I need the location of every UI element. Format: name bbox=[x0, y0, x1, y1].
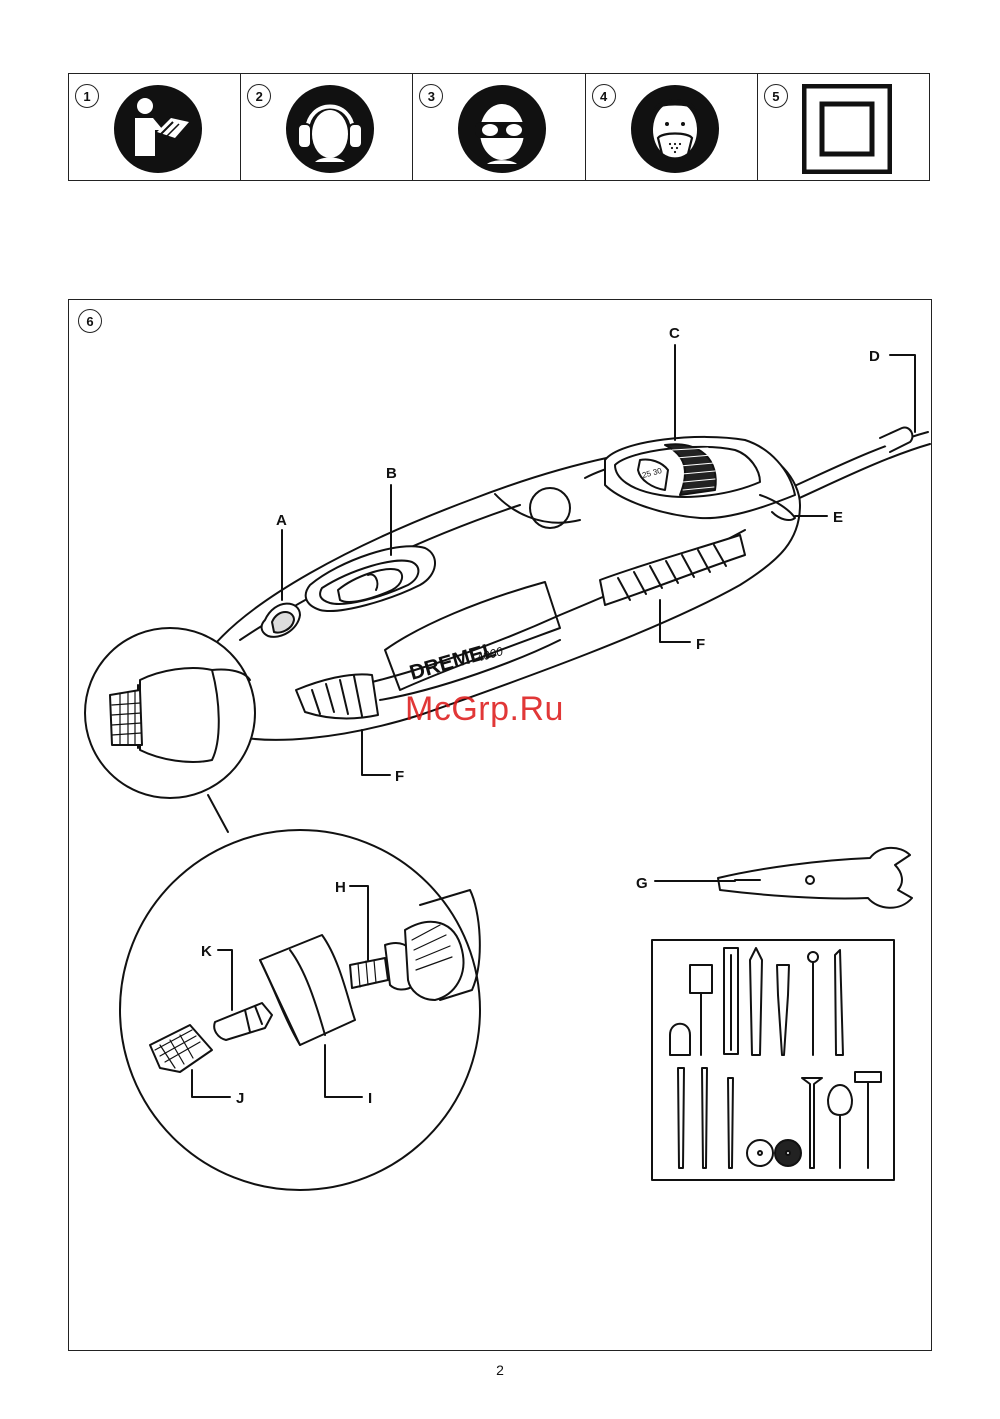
symbol-number-badge: 3 bbox=[419, 84, 444, 108]
speed-dial-wheel bbox=[664, 443, 717, 496]
callout-h: H bbox=[335, 879, 346, 896]
double-insulation-icon bbox=[801, 84, 892, 174]
figure-number-badge: 6 bbox=[78, 309, 102, 333]
accessories-box bbox=[651, 939, 895, 1181]
safety-symbols-strip: 1 2 3 4 bbox=[68, 73, 930, 181]
rear-vents bbox=[599, 534, 746, 606]
watermark: McGrp.Ru bbox=[405, 690, 564, 728]
callout-f-front: F bbox=[395, 768, 404, 785]
callout-k: K bbox=[201, 943, 212, 960]
symbol-number-badge: 4 bbox=[591, 84, 616, 108]
ear-protection-icon bbox=[286, 85, 375, 173]
round-button bbox=[529, 487, 571, 529]
wrench bbox=[717, 846, 913, 909]
callout-f-rear: F bbox=[696, 636, 705, 653]
callout-d: D bbox=[869, 348, 880, 365]
figure-6-frame: 6 bbox=[68, 299, 932, 1351]
dust-mask-icon bbox=[630, 85, 719, 173]
collet-nut-small bbox=[109, 689, 143, 746]
callout-g: G bbox=[636, 875, 648, 892]
page-number: 2 bbox=[496, 1362, 504, 1378]
callout-j: J bbox=[236, 1090, 244, 1107]
symbol-cell-2: 2 bbox=[241, 74, 414, 180]
brand-panel bbox=[384, 581, 561, 691]
callout-b: B bbox=[386, 465, 397, 482]
accessories-bottom-row bbox=[677, 1067, 882, 1169]
symbol-cell-4: 4 bbox=[586, 74, 758, 180]
symbol-number-badge: 2 bbox=[247, 84, 272, 108]
tool-body bbox=[202, 443, 801, 741]
collet-nut bbox=[149, 1024, 213, 1073]
symbol-number-badge: 5 bbox=[763, 84, 788, 108]
callout-a: A bbox=[276, 512, 287, 529]
symbol-cell-5: 5 bbox=[758, 74, 929, 180]
accessories-top-row bbox=[669, 947, 844, 1056]
callout-e: E bbox=[833, 509, 843, 526]
symbol-cell-1: 1 bbox=[69, 74, 242, 180]
read-manual-icon bbox=[114, 85, 202, 173]
housing-cap bbox=[259, 934, 356, 1046]
eye-protection-icon bbox=[458, 85, 547, 173]
symbol-number-badge: 1 bbox=[75, 84, 99, 108]
callout-i: I bbox=[368, 1090, 372, 1107]
callout-c: C bbox=[669, 325, 680, 342]
front-vents bbox=[295, 673, 379, 720]
symbol-cell-3: 3 bbox=[413, 74, 586, 180]
on-off-switch bbox=[337, 568, 404, 603]
